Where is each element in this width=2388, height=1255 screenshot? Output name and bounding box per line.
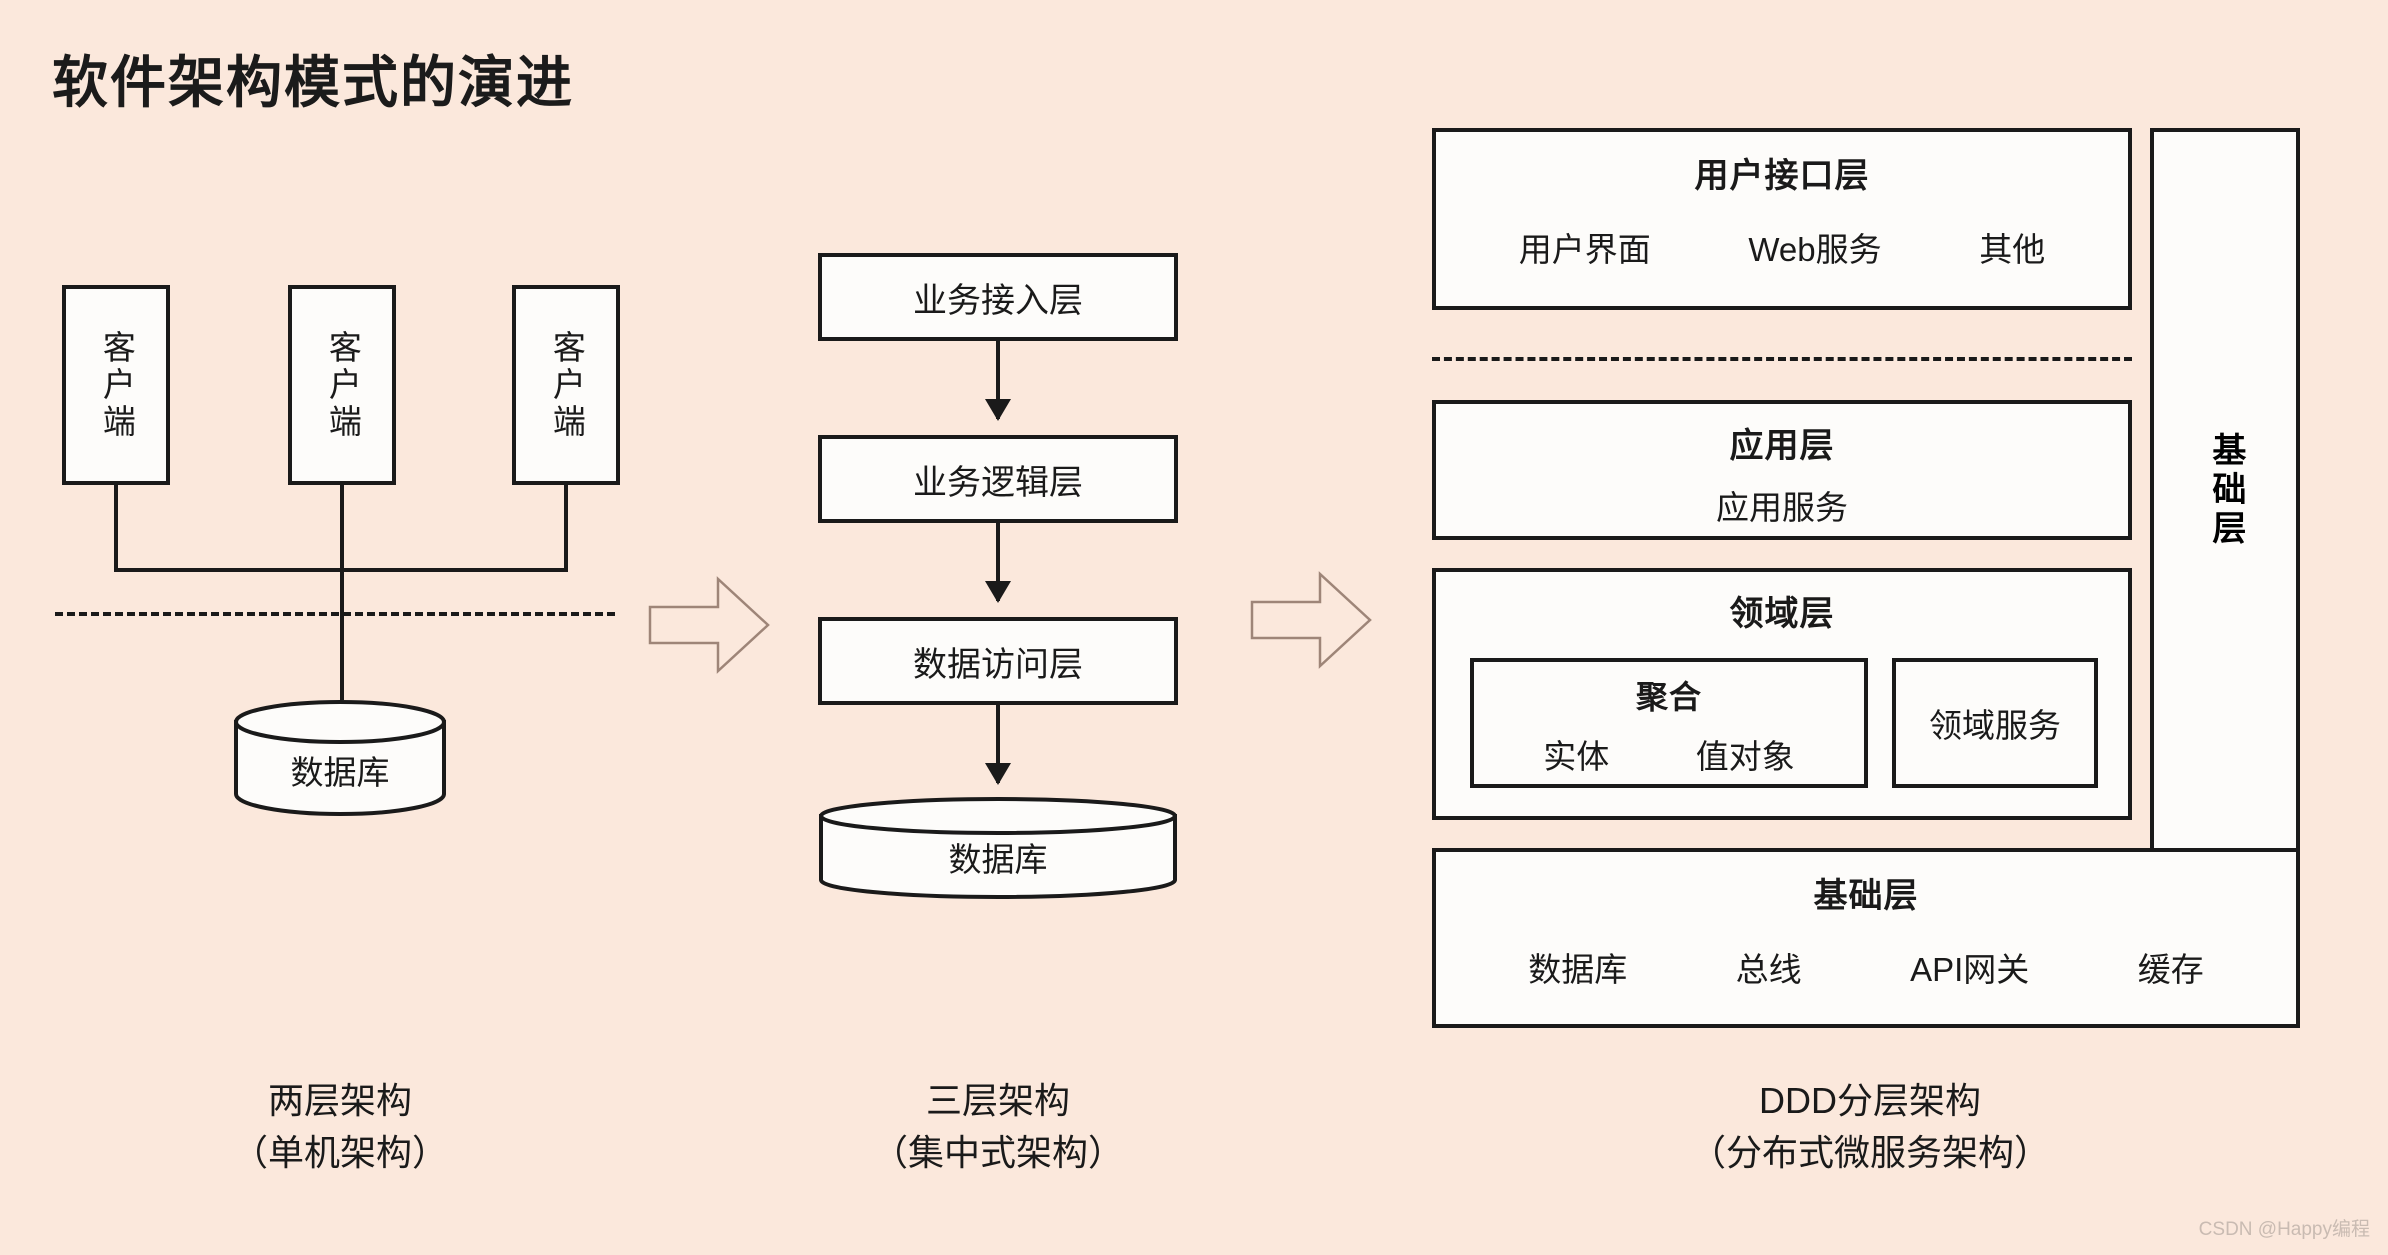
ddd-aggregate-title: 聚合: [1635, 679, 1702, 715]
ddd-aggregate-box[interactable]: 聚合 实体 值对象: [1470, 658, 1868, 788]
ddd-infra-item-3[interactable]: API网关: [1910, 951, 2030, 988]
ddd-caption: DDD分层架构 （分布式微服务架构）: [1500, 1075, 2240, 1179]
client-box-3[interactable]: 客户端: [512, 285, 620, 485]
ddd-ui-item-1[interactable]: 用户界面: [1518, 231, 1651, 268]
page-title: 软件架构模式的演进: [52, 51, 574, 114]
ddd-aggregate-item-2[interactable]: 值对象: [1695, 738, 1795, 775]
client-3-connector: [564, 485, 568, 570]
arrow-two-to-three-icon: [648, 575, 770, 675]
ddd-ui-item-2[interactable]: Web服务: [1748, 231, 1882, 268]
ddd-infrastructure-side-label: 基础层: [2206, 431, 2245, 549]
ddd-infrastructure-layer-items: 数据库 总线 API网关 缓存: [1436, 943, 2296, 991]
client-box-1[interactable]: 客户端: [62, 285, 170, 485]
two-tier-caption: 两层架构 （单机架构）: [120, 1075, 560, 1179]
ddd-caption-line1: DDD分层架构: [1759, 1080, 1981, 1121]
ddd-user-interface-layer[interactable]: 用户接口层 用户界面 Web服务 其他: [1432, 128, 2132, 310]
client-box-1-label: 客户端: [98, 329, 136, 441]
ddd-infrastructure-layer-title: 基础层: [1813, 877, 1919, 915]
ddd-application-layer-title: 应用层: [1729, 427, 1835, 465]
client-box-2-label: 客户端: [324, 329, 362, 441]
three-tier-layer-1-label: 业务接入层: [913, 281, 1083, 320]
ddd-user-interface-layer-title: 用户接口层: [1694, 157, 1870, 195]
ddd-domain-service-box[interactable]: 领域服务: [1892, 658, 2098, 788]
ddd-domain-service-label: 领域服务: [1929, 707, 2061, 744]
ddd-ui-item-3[interactable]: 其他: [1979, 231, 2046, 268]
ddd-app-item-1[interactable]: 应用服务: [1716, 489, 1848, 526]
ddd-domain-layer-title: 领域层: [1729, 595, 1835, 633]
ddd-user-interface-layer-items: 用户界面 Web服务 其他: [1436, 223, 2128, 271]
three-tier-database[interactable]: 数据库: [818, 796, 1178, 900]
ddd-infrastructure-layer[interactable]: 基础层 数据库 总线 API网关 缓存: [1432, 848, 2300, 1028]
ddd-domain-layer[interactable]: 领域层 聚合 实体 值对象 领域服务: [1432, 568, 2132, 820]
watermark: CSDN @Happy编程: [2198, 1219, 2370, 1240]
ddd-layer-separator: [1432, 357, 2132, 361]
client-1-connector: [114, 485, 118, 570]
three-tier-arrow-3: [996, 705, 1000, 783]
two-tier-caption-line2: （单机架构）: [231, 1132, 448, 1174]
three-tier-caption-line2: （集中式架构）: [871, 1132, 1124, 1174]
ddd-caption-line2: （分布式微服务架构）: [1689, 1132, 2050, 1174]
three-tier-layer-1[interactable]: 业务接入层: [818, 253, 1178, 341]
three-tier-database-label: 数据库: [948, 841, 1048, 878]
arrow-three-to-ddd-icon: [1250, 570, 1372, 670]
ddd-infra-item-1[interactable]: 数据库: [1528, 951, 1628, 988]
two-tier-caption-line1: 两层架构: [267, 1080, 412, 1121]
three-tier-caption: 三层架构 （集中式架构）: [778, 1075, 1218, 1179]
client-box-3-label: 客户端: [548, 329, 586, 441]
client-2-to-db-connector: [340, 485, 344, 700]
ddd-aggregate-items: 实体 值对象: [1474, 730, 1864, 778]
three-tier-arrow-1: [996, 341, 1000, 419]
ddd-application-layer-items: 应用服务: [1436, 481, 2128, 529]
three-tier-caption-line1: 三层架构: [925, 1080, 1070, 1121]
ddd-aggregate-item-1[interactable]: 实体: [1543, 738, 1610, 775]
two-tier-database-label: 数据库: [290, 754, 390, 791]
three-tier-arrow-2: [996, 523, 1000, 601]
two-tier-database[interactable]: 数据库: [232, 700, 448, 816]
three-tier-layer-3-label: 数据访问层: [913, 645, 1083, 684]
three-tier-layer-2-label: 业务逻辑层: [913, 463, 1083, 502]
ddd-infra-item-2[interactable]: 总线: [1735, 951, 1802, 988]
client-box-2[interactable]: 客户端: [288, 285, 396, 485]
three-tier-layer-3[interactable]: 数据访问层: [818, 617, 1178, 705]
ddd-infra-item-4[interactable]: 缓存: [2137, 951, 2204, 988]
two-tier-separator: [55, 612, 615, 616]
ddd-application-layer[interactable]: 应用层 应用服务: [1432, 400, 2132, 540]
three-tier-layer-2[interactable]: 业务逻辑层: [818, 435, 1178, 523]
ddd-infrastructure-side-bar[interactable]: 基础层: [2150, 128, 2300, 852]
